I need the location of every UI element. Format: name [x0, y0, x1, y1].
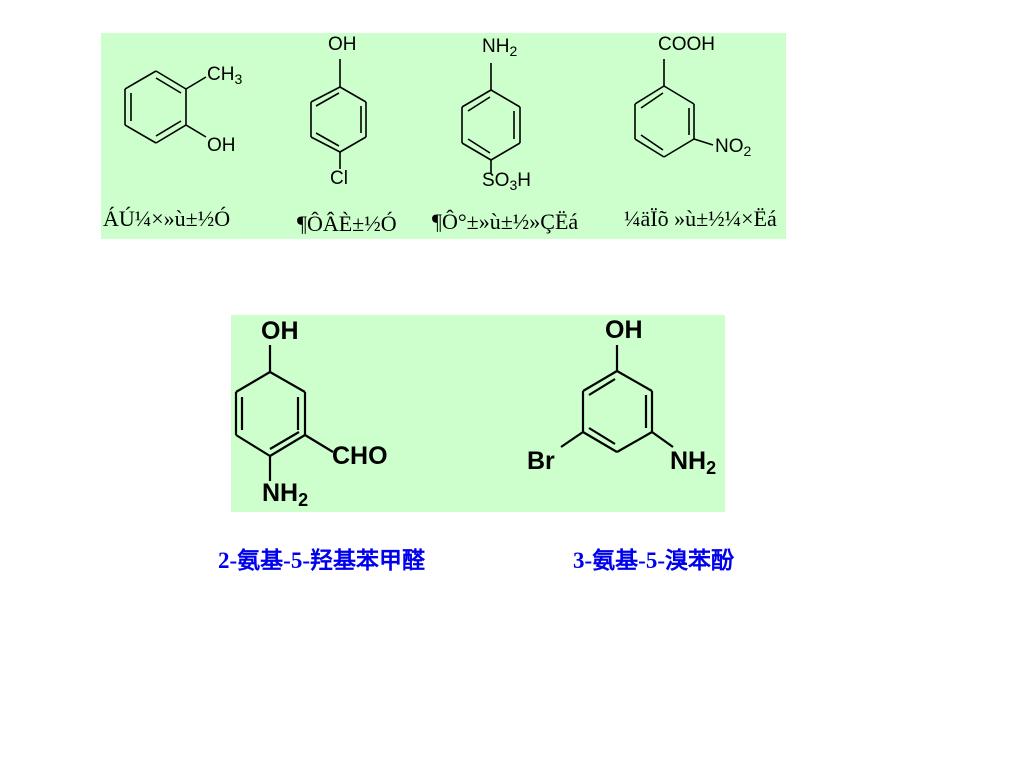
sulfonic-acid-label: SO3H [482, 170, 531, 193]
molecule-5-name: 2-氨基-5-羟基苯甲醛 [218, 548, 425, 573]
nitro-label: NO2 [715, 136, 752, 159]
hydroxyl-label: OH [605, 316, 643, 344]
molecule-3-name: ¶Ô°±»ù±½»ÇËá [432, 209, 579, 234]
molecule-2-ring [310, 59, 367, 169]
hydroxyl-label: OH [261, 317, 299, 345]
hydroxyl-label: OH [328, 34, 357, 55]
bottom-structures-svg [234, 345, 674, 481]
hydroxyl-label: OH [207, 135, 236, 156]
aldehyde-label: CHO [332, 442, 388, 470]
methyl-label: CH3 [207, 64, 243, 87]
molecule-3-ring [461, 63, 521, 173]
amino-label: NH2 [670, 447, 717, 478]
molecule-5-ring [234, 345, 334, 481]
amino-label: NH2 [262, 479, 309, 510]
amino-label: NH2 [482, 36, 518, 59]
molecule-1-name: ÁÚ¼×»ù±½Ó [103, 206, 231, 231]
carboxyl-label: COOH [658, 34, 715, 55]
bromo-label: Br [527, 447, 555, 475]
top-structures-svg [124, 59, 714, 173]
chloro-label: Cl [330, 168, 348, 189]
molecule-4-name: ¼äÏõ »ù±½¼×Ëá [624, 206, 777, 231]
molecule-6-ring [560, 345, 674, 453]
molecule-4-ring [634, 59, 714, 158]
molecule-6-name: 3-氨基-5-溴苯酚 [573, 548, 734, 573]
molecule-2-name: ¶ÔÂÈ±½Ó [297, 211, 397, 236]
top-structures-panel: CH3 OH ÁÚ¼×»ù±½Ó OH Cl ¶ÔÂÈ±½Ó NH2 SO3H … [101, 33, 786, 239]
bottom-structures-panel: OH CHO NH2 OH Br NH2 [231, 315, 725, 512]
molecule-1-ring [124, 70, 207, 144]
